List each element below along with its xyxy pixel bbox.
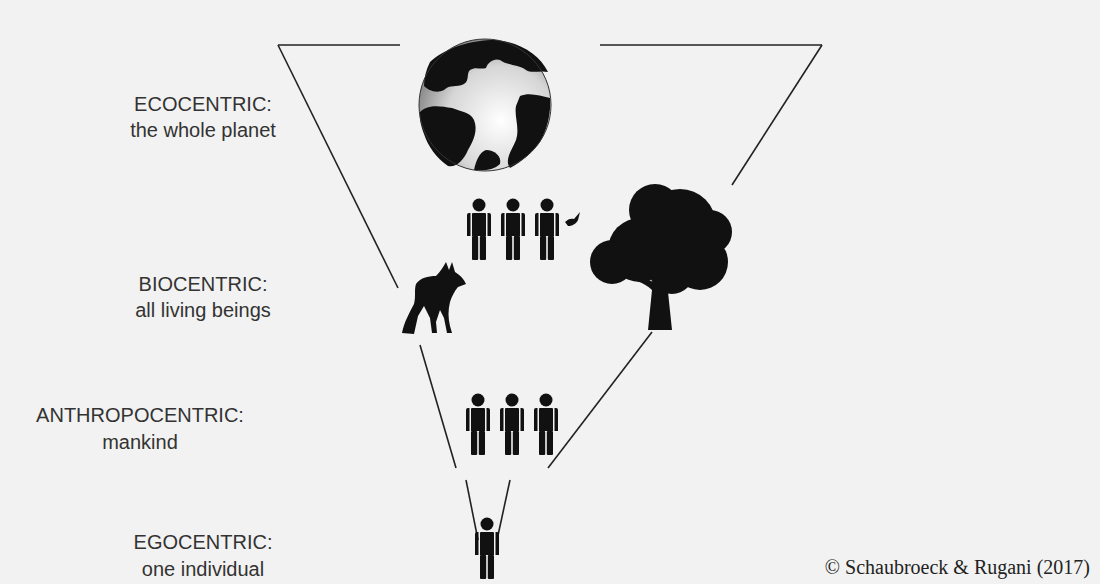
level-heading: ECOCENTRIC: (134, 92, 272, 116)
level-heading: EGOCENTRIC: (134, 530, 273, 554)
level-description: mankind (102, 430, 178, 454)
triangle-outline (278, 45, 822, 540)
bird-icon (565, 212, 580, 226)
globe-icon (419, 39, 551, 171)
level-heading: BIOCENTRIC: (139, 272, 268, 296)
level-description: one individual (142, 557, 264, 581)
person-egocentric (475, 518, 499, 580)
dog-icon (402, 262, 466, 334)
people-biocentric (467, 199, 559, 261)
level-description: all living beings (135, 298, 271, 322)
people-anthropocentric (466, 394, 558, 456)
copyright-notice: © Schaubroeck & Rugani (2017) (825, 555, 1090, 579)
tree-icon (590, 184, 732, 330)
level-description: the whole planet (130, 118, 276, 142)
level-heading: ANTHROPOCENTRIC: (36, 403, 244, 427)
